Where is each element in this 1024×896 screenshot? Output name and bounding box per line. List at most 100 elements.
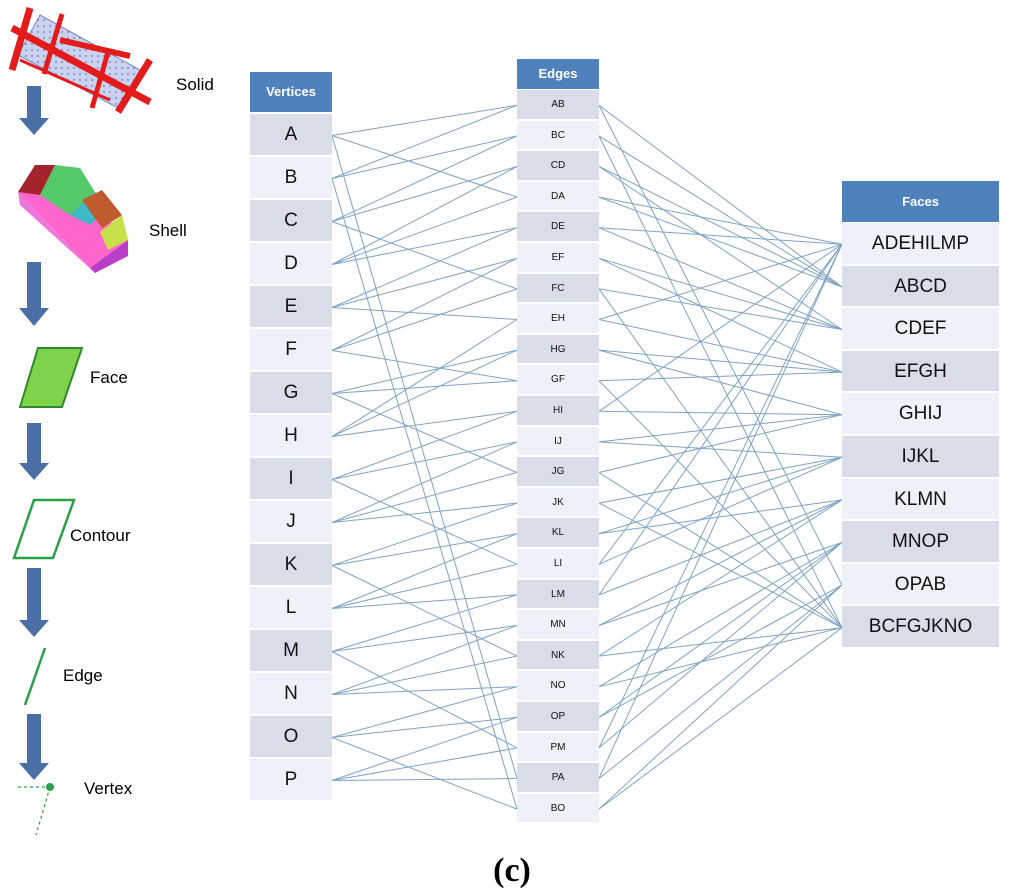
link-edge-pm-face-adehilmp: [598, 244, 843, 749]
link-edge-lm-face-klmn: [598, 499, 843, 596]
link-edge-jk-face-ijkl: [598, 456, 843, 504]
link-edge-gf-face-efgh: [598, 371, 843, 382]
edge-cell-lm: LM: [517, 579, 599, 610]
link-edge-jg-face-ghij: [598, 414, 843, 473]
link-edge-nk-face-klmn: [598, 499, 843, 657]
face-cell-adehilmp: ADEHILMP: [842, 223, 999, 265]
link-vertex-e-edge-de: [331, 227, 518, 308]
link-vertex-j-edge-jk: [331, 502, 518, 523]
face-cell-ghij: GHIJ: [842, 393, 999, 435]
link-edge-lm-face-adehilmp: [598, 244, 843, 596]
contour-icon: [12, 498, 76, 560]
edges-header: Edges: [517, 59, 599, 89]
link-vertex-j-edge-jg: [331, 472, 518, 523]
edge-cell-cd: CD: [517, 151, 599, 181]
label-face: Face: [90, 368, 128, 387]
face-cell-klmn: KLMN: [842, 478, 999, 521]
link-edge-da-face-adehilmp: [598, 196, 843, 245]
link-edge-fc-face-bcfgjkno: [598, 288, 843, 628]
link-vertex-h-edge-eh: [331, 319, 518, 437]
edge-cell-bc: BC: [517, 120, 599, 151]
edge-cell-jk: JK: [517, 487, 599, 518]
edge-cell-no: NO: [517, 671, 599, 701]
link-edge-ij-face-ghij: [598, 414, 843, 443]
vertex-cell-j: J: [250, 501, 332, 543]
link-vertex-p-edge-pm: [331, 747, 518, 781]
face-cell-mnop: MNOP: [842, 521, 999, 563]
link-vertex-n-edge-no: [331, 686, 518, 695]
link-vertex-o-edge-op: [331, 716, 518, 738]
vertex-icon: [18, 783, 54, 836]
edge-cell-mn: MN: [517, 610, 599, 640]
edge-cell-bo: BO: [517, 793, 599, 824]
link-vertex-c-edge-fc: [331, 221, 518, 290]
edge-cell-hg: HG: [517, 334, 599, 365]
arrow-down-icon: [19, 423, 49, 480]
link-vertex-f-edge-ef: [331, 257, 518, 351]
vertex-cell-c: C: [250, 200, 332, 242]
face-cell-abcd: ABCD: [842, 265, 999, 308]
vertex-cell-a: A: [250, 114, 332, 156]
edge-cell-pa: PA: [517, 763, 599, 793]
link-edge-bo-face-bcfgjkno: [598, 627, 843, 810]
link-edge-cd-face-cdef: [598, 166, 843, 330]
link-edge-bc-face-abcd: [598, 135, 843, 288]
link-edge-nk-face-bcfgjkno: [598, 627, 843, 657]
arrow-down-icon: [19, 714, 49, 780]
link-vertex-n-edge-mn: [331, 625, 518, 695]
link-edge-no-face-bcfgjkno: [598, 627, 843, 688]
vertex-cell-p: P: [250, 759, 332, 801]
vertex-cell-f: F: [250, 329, 332, 371]
link-vertex-f-edge-gf: [331, 350, 518, 382]
link-edge-bo-face-opab: [598, 584, 843, 810]
link-vertex-a-edge-ab: [331, 104, 518, 136]
link-edge-hi-face-ghij: [598, 410, 843, 416]
link-vertex-l-edge-kl: [331, 533, 518, 609]
link-edge-cd-face-abcd: [598, 166, 843, 288]
edge-cell-eh: EH: [517, 304, 599, 334]
edge-cell-gf: GF: [517, 365, 599, 395]
link-edge-pm-face-mnop: [598, 542, 843, 749]
link-vertex-p-edge-pa: [331, 778, 518, 781]
link-edge-de-face-cdef: [598, 227, 843, 330]
link-vertex-a-edge-pa: [331, 135, 518, 779]
hierarchy-illustrations: [8, 7, 153, 836]
vertex-cell-i: I: [250, 458, 332, 500]
link-vertex-h-edge-hg: [331, 349, 518, 437]
edge-cell-da: DA: [517, 181, 599, 212]
shell-icon: [18, 165, 128, 273]
link-vertex-n-edge-nk: [331, 655, 518, 695]
link-edge-ab-face-opab: [598, 105, 843, 586]
link-vertex-k-edge-nk: [331, 565, 518, 657]
link-vertex-k-edge-jk: [331, 502, 518, 566]
vertex-cell-b: B: [250, 157, 332, 199]
link-vertex-e-edge-eh: [331, 307, 518, 320]
link-edge-bc-face-bcfgjkno: [598, 135, 843, 628]
label-edge: Edge: [63, 666, 103, 685]
link-vertex-d-edge-cd: [331, 166, 518, 265]
edge-cell-pm: PM: [517, 732, 599, 763]
link-edge-no-face-mnop: [598, 542, 843, 688]
link-vertex-c-edge-cd: [331, 166, 518, 222]
link-edge-hg-face-efgh: [598, 349, 843, 373]
vertex-cell-o: O: [250, 716, 332, 758]
vertices-header: Vertices: [250, 72, 332, 112]
edge-cell-ef: EF: [517, 243, 599, 273]
label-vertex: Vertex: [84, 779, 133, 798]
edge-icon: [23, 647, 47, 706]
link-vertex-k-edge-kl: [331, 533, 518, 566]
link-vertex-p-edge-op: [331, 716, 518, 781]
faces-header: Faces: [842, 181, 999, 222]
vertex-cell-k: K: [250, 544, 332, 586]
link-vertex-i-edge-hi: [331, 410, 518, 480]
vertex-cell-d: D: [250, 243, 332, 285]
arrow-down-icon: [19, 262, 49, 326]
edge-cell-hi: HI: [517, 396, 599, 426]
link-edge-op-face-opab: [598, 584, 843, 718]
link-edge-ab-face-abcd: [598, 104, 843, 288]
edge-cell-de: DE: [517, 212, 599, 242]
arrow-down-icon: [19, 568, 49, 637]
link-vertex-h-edge-hi: [331, 410, 518, 437]
link-edge-mn-face-mnop: [598, 542, 843, 626]
face-cell-efgh: EFGH: [842, 350, 999, 393]
